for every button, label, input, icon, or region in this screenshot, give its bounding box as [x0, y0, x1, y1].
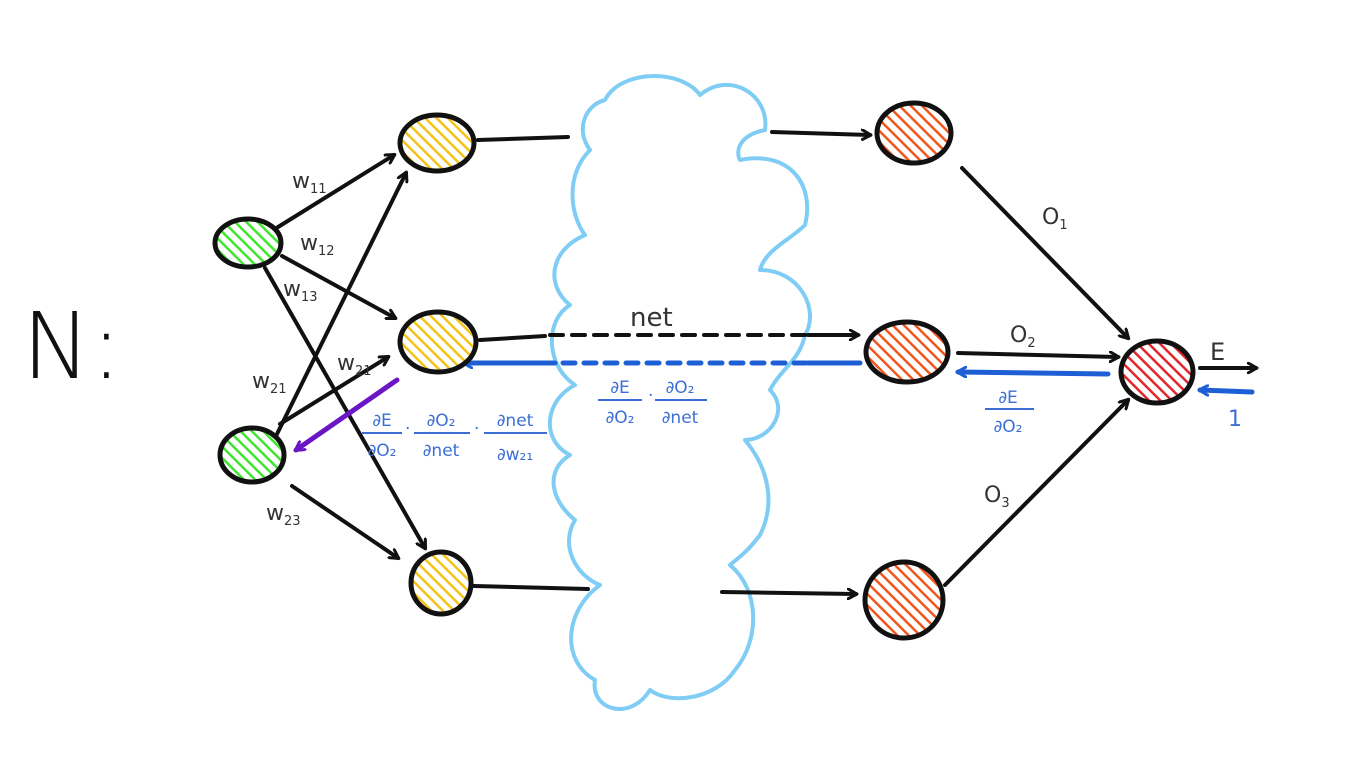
- svg-text:∂O₂: ∂O₂: [994, 417, 1023, 437]
- svg-text:∂O₂: ∂O₂: [666, 378, 695, 398]
- svg-text:∂E: ∂E: [998, 388, 1018, 408]
- label-w23: w23: [266, 501, 301, 529]
- edge-h1-cloud: [476, 135, 570, 142]
- svg-text:∂O₂: ∂O₂: [427, 411, 456, 431]
- svg-text:·: ·: [405, 419, 410, 439]
- grad-chain: ∂E ∂O₂ · ∂O₂ ∂net · ∂net ∂w₂₁: [362, 411, 547, 465]
- backprop-arrows: [293, 363, 1255, 453]
- output-node-2: [863, 319, 951, 385]
- output-layer: [862, 100, 954, 641]
- edge-w22: [278, 357, 388, 426]
- svg-text:·: ·: [474, 419, 479, 439]
- svg-text:∂O₂: ∂O₂: [606, 408, 635, 428]
- error-node: [1118, 338, 1196, 406]
- label-w22: w21: [337, 351, 372, 379]
- hidden-node-2: [397, 309, 479, 375]
- hidden-node-1: [397, 112, 477, 174]
- backprop-h2-to-input: [293, 377, 400, 453]
- hidden-output-edges: [472, 132, 1256, 594]
- hidden-node-3: [408, 549, 474, 617]
- label-net: net: [630, 303, 673, 333]
- edge-o3-error: [943, 400, 1128, 587]
- edge-w21: [274, 173, 406, 438]
- edge-h2-cloud: [478, 334, 547, 342]
- edge-w11: [268, 155, 394, 234]
- grad-middle: ∂E ∂O₂ · ∂O₂ ∂net: [598, 378, 707, 428]
- output-labels: O1 O2 O3 net E: [630, 205, 1225, 511]
- label-w11: w11: [292, 169, 327, 197]
- backprop-error-to-o2: [955, 372, 1111, 374]
- label-w12: w12: [300, 231, 335, 259]
- svg-text:∂w₂₁: ∂w₂₁: [497, 445, 533, 465]
- svg-text:∂net: ∂net: [423, 441, 460, 461]
- svg-text:∂net: ∂net: [662, 408, 699, 428]
- label-w13: w13: [283, 277, 318, 305]
- edge-cloud-o3: [720, 592, 856, 594]
- edge-o2-error: [956, 353, 1118, 357]
- input-node-2: [217, 425, 287, 485]
- edge-w12: [280, 254, 395, 318]
- gradient-labels: 1 ∂E ∂O₂ ∂E ∂O₂ · ∂O₂ ∂net ∂E ∂O₂ · ∂O₂ …: [362, 378, 1242, 465]
- label-o2: O2: [1010, 323, 1036, 351]
- hidden-layer: [397, 112, 479, 617]
- grad-dE-dO2: ∂E ∂O₂: [985, 388, 1034, 437]
- title-n: N:: [22, 293, 122, 400]
- svg-text:∂net: ∂net: [497, 411, 534, 431]
- output-node-1: [874, 100, 954, 166]
- edge-w23: [290, 484, 398, 558]
- svg-text:·: ·: [648, 386, 653, 406]
- svg-text:∂E: ∂E: [372, 411, 392, 431]
- input-node-1: [212, 216, 284, 270]
- label-error: E: [1210, 338, 1225, 366]
- label-w21: w21: [252, 369, 287, 397]
- grad-one: 1: [1228, 407, 1242, 432]
- backprop-into-error: [1197, 390, 1255, 392]
- input-layer: [212, 216, 287, 485]
- edge-cloud-o1: [770, 132, 870, 135]
- label-o1: O1: [1042, 205, 1068, 233]
- edge-w13: [263, 266, 427, 548]
- weight-labels: w11 w12 w13 w21 w21 w23: [252, 169, 372, 529]
- hidden-layers-cloud: [547, 74, 812, 711]
- input-edges: [263, 155, 427, 558]
- label-o3: O3: [984, 483, 1010, 511]
- edge-o1-error: [960, 166, 1128, 338]
- output-node-3: [862, 559, 946, 641]
- svg-text:∂E: ∂E: [610, 378, 630, 398]
- edge-h3-cloud: [472, 584, 590, 591]
- svg-text:∂O₂: ∂O₂: [368, 441, 397, 461]
